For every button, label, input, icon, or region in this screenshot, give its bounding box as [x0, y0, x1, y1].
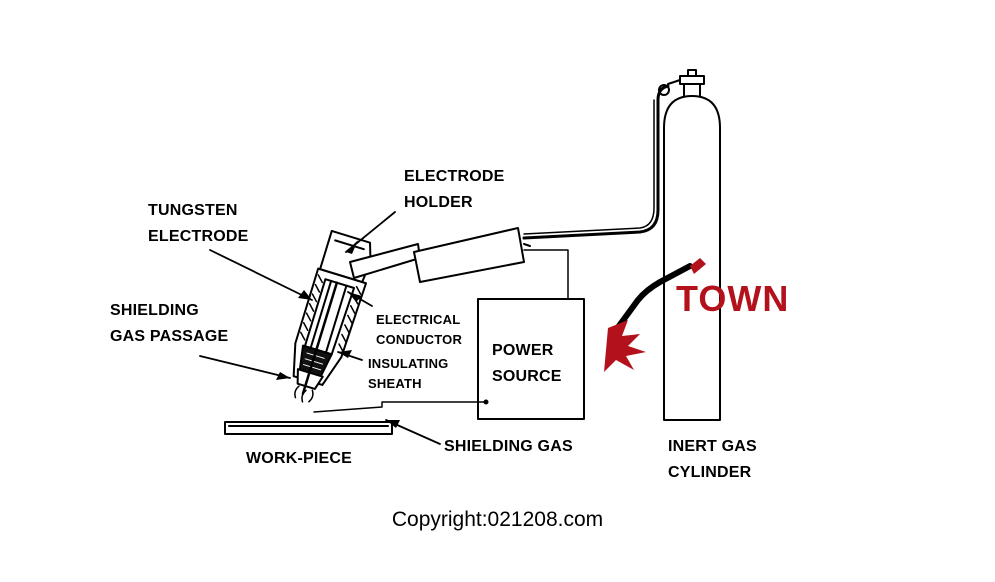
label-shielding-gas-passage: SHIELDING GAS PASSAGE: [110, 302, 229, 345]
torch-handle: [349, 227, 531, 283]
label-insulating-sheath: INSULATING SHEATH: [368, 356, 449, 391]
welding-torch: [292, 229, 372, 403]
ground-line: [313, 401, 487, 413]
gas-hose: [522, 84, 670, 240]
copyright-text: Copyright:021208.com: [391, 508, 604, 531]
watermark-logo-icon: [604, 258, 706, 372]
label-power-source: POWER SOURCE: [492, 342, 562, 385]
label-inert-gas-cylinder: INERT GAS CYLINDER: [668, 438, 757, 481]
watermark-text: TOWN: [676, 278, 790, 319]
label-electrical-conductor: ELECTRICAL CONDUCTOR: [376, 312, 463, 347]
power-cable: [523, 249, 569, 313]
power-source-box: [477, 298, 585, 420]
label-electrode-holder: ELECTRODE HOLDER: [404, 168, 505, 211]
label-work-piece: WORK-PIECE: [246, 450, 352, 467]
work-piece-plate: [224, 421, 393, 435]
gas-cylinder: [658, 69, 721, 421]
label-tungsten-electrode: TUNGSTEN ELECTRODE: [148, 202, 249, 245]
label-shielding-gas: SHIELDING GAS: [444, 438, 573, 455]
